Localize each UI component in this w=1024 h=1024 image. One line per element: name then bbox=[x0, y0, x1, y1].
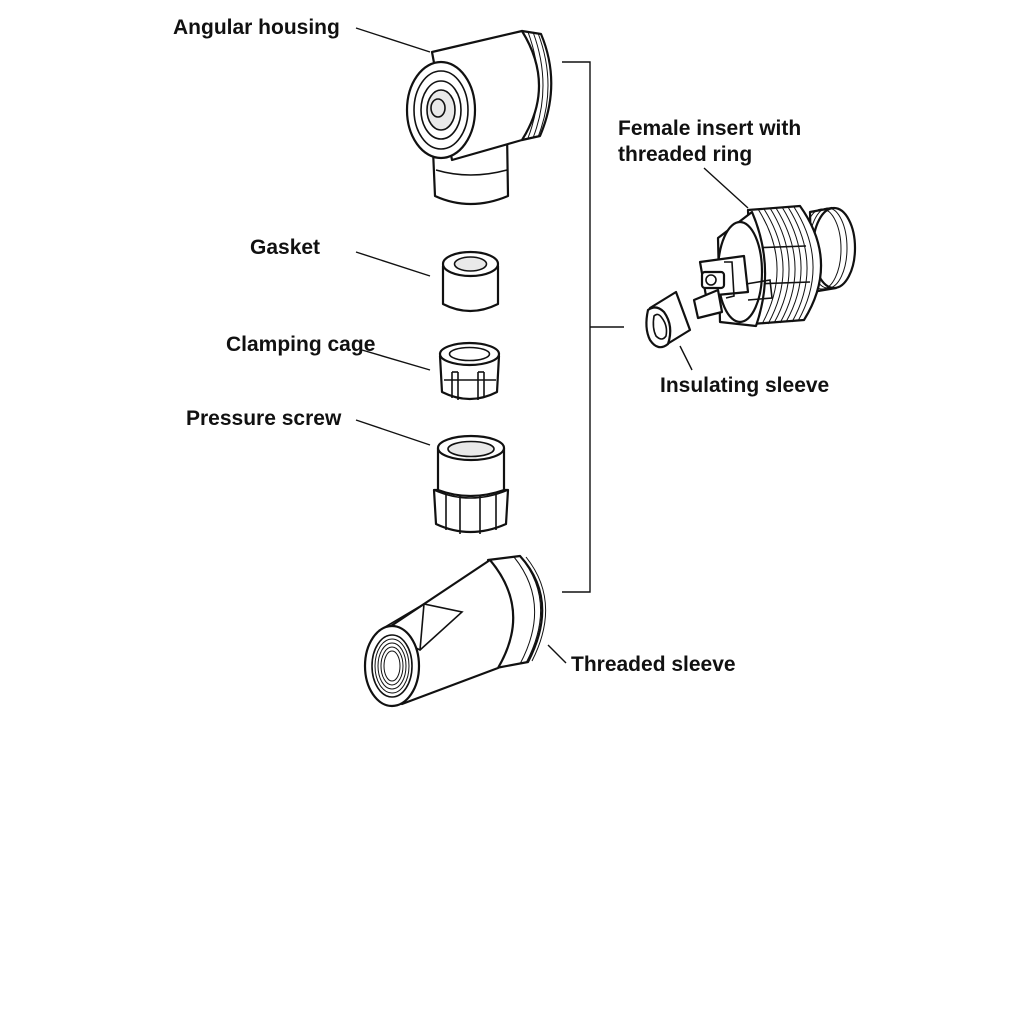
label-clamping-cage: Clamping cage bbox=[226, 333, 375, 356]
leader-gasket bbox=[355, 251, 431, 277]
female-insert-part bbox=[692, 204, 857, 328]
insulating-sleeve-part bbox=[645, 290, 692, 349]
leader-clamping-cage bbox=[361, 349, 431, 371]
gasket-part bbox=[441, 250, 500, 313]
clamping-cage-part bbox=[438, 341, 501, 401]
label-angular-housing: Angular housing bbox=[173, 16, 340, 39]
label-threaded-sleeve: Threaded sleeve bbox=[571, 653, 736, 676]
angular-housing-part bbox=[405, 29, 553, 206]
label-gasket: Gasket bbox=[250, 236, 320, 259]
pressure-screw-part bbox=[432, 434, 510, 534]
leader-pressure-screw bbox=[355, 419, 431, 446]
label-pressure-screw: Pressure screw bbox=[186, 407, 342, 430]
label-insulating-sleeve: Insulating sleeve bbox=[660, 374, 829, 397]
threaded-sleeve-part bbox=[363, 554, 547, 708]
knurl-ridges bbox=[757, 206, 814, 325]
assembly-bracket bbox=[562, 61, 624, 593]
label-female-insert-line1: Female insert with bbox=[618, 117, 801, 140]
label-female-insert-line2: threaded ring bbox=[618, 143, 752, 166]
leader-lines bbox=[355, 27, 749, 664]
leader-insulating-sleeve bbox=[679, 345, 693, 371]
leader-female-insert bbox=[703, 167, 749, 209]
leader-threaded-sleeve bbox=[547, 644, 567, 664]
leader-angular-housing bbox=[355, 27, 431, 53]
